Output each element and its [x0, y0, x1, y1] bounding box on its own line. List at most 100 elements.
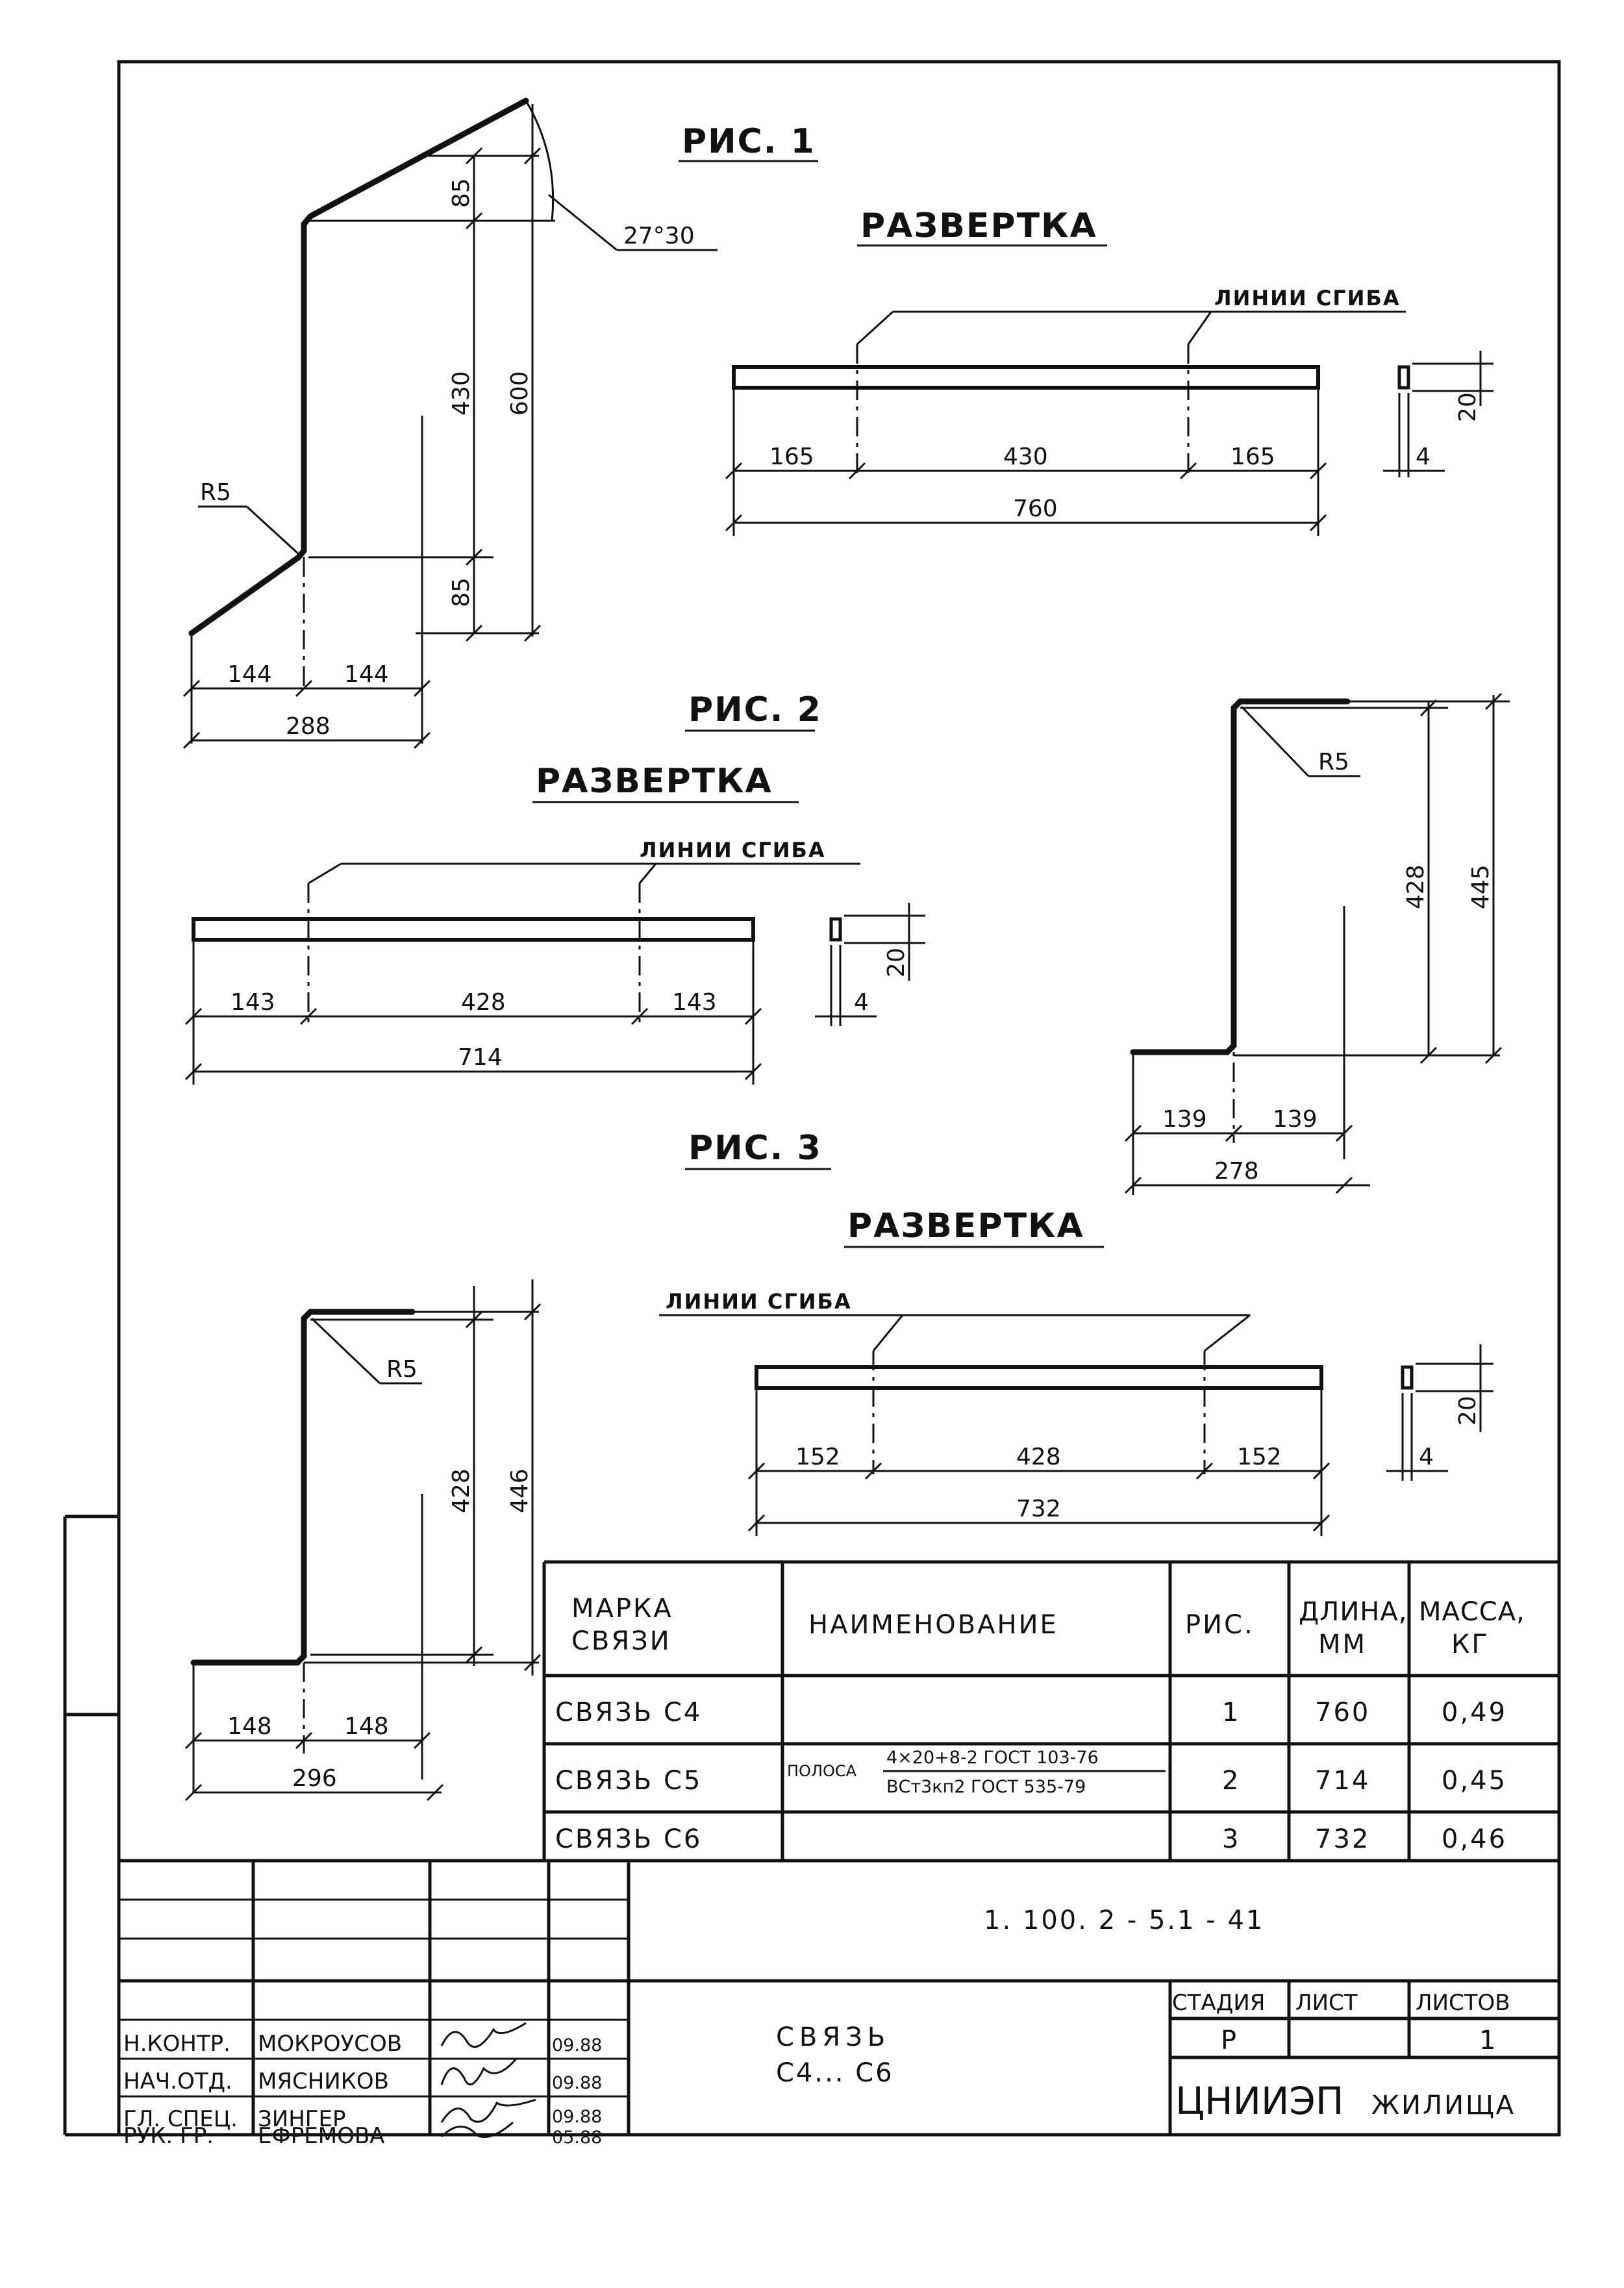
fig2-dim-inner: 428: [1403, 864, 1429, 909]
person1-signature: [440, 2022, 527, 2048]
fig3-dim-width: 296: [292, 1765, 337, 1792]
row3-fig: 3: [1222, 1824, 1240, 1854]
fig2-radius: R5: [1318, 749, 1349, 775]
fig2-bent-bar: [1130, 698, 1351, 1055]
fig1-title: РИС. 1: [682, 122, 816, 161]
material-prefix: ПОЛОСА: [787, 1762, 857, 1780]
person2-signature: [440, 2058, 518, 2086]
fig3-section-t: 4: [1419, 1444, 1434, 1470]
row2-mass: 0,45: [1442, 1766, 1507, 1796]
person2-name: МЯСНИКОВ: [258, 2068, 389, 2094]
fig1-unfold-b: 430: [1003, 444, 1048, 470]
fig3-bent-bar: [190, 1309, 416, 1666]
fig3-unfold-c: 152: [1237, 1444, 1282, 1470]
fig1-dim-top: 85: [448, 178, 475, 208]
person2-role: НАЧ.ОТД.: [123, 2068, 232, 2094]
fig3-section-h: 20: [1455, 1396, 1481, 1426]
fig3-dim-left: 148: [227, 1713, 272, 1740]
row1-fig: 1: [1222, 1698, 1240, 1728]
material-numerator: 4×20+8-2 ГОСТ 103-76: [886, 1748, 1099, 1768]
title-line-2: С4... С6: [776, 2058, 894, 2088]
fig3-unfold-total: 732: [1016, 1496, 1061, 1522]
fig1-unfold-bar: [732, 365, 1320, 390]
fig2-unfold-a: 143: [231, 989, 275, 1016]
fig2-unfold-b: 428: [461, 989, 506, 1016]
header-mass-1: МАССА,: [1419, 1597, 1525, 1627]
sheet-label: ЛИСТ: [1295, 1990, 1358, 2016]
list-item: ГЛ. СПЕЦ. ЗИНГЕР 09.88: [123, 2098, 602, 2132]
fig1-dim-width: 288: [286, 713, 331, 740]
header-mark-2: СВЯЗИ: [571, 1626, 671, 1656]
fig1-unfold-c: 165: [1230, 444, 1275, 470]
person4-signature: [440, 2121, 514, 2138]
row2-fig: 2: [1222, 1766, 1240, 1796]
fig3-bend-label: ЛИНИИ СГИБА: [666, 1289, 852, 1314]
fig1-bent-bar: [188, 97, 529, 636]
person4-role: РУК. ГР.: [123, 2123, 214, 2149]
fig2-title: РИС. 2: [688, 690, 822, 729]
fig1-radius: R5: [200, 479, 231, 506]
header-mark-1: МАРКА: [571, 1594, 673, 1624]
person3-name: ЗИНГЕР: [258, 2106, 346, 2132]
row3-mark: СВЯЗЬ С6: [555, 1824, 702, 1854]
fig3-unfold-bar: [755, 1365, 1323, 1390]
fig1-dim-right: 144: [344, 661, 389, 688]
fig3-unfold-b: 428: [1016, 1444, 1061, 1470]
spec-table: МАРКА СВЯЗИ НАИМЕНОВАНИЕ РИС. ДЛИНА, ММ …: [542, 1560, 1559, 1861]
list-item: Н.КОНТР. МОКРОУСОВ 09.88: [123, 2022, 602, 2057]
fig1-dim-left: 144: [227, 661, 272, 688]
fig3-unfold-title: РАЗВЕРТКА: [847, 1207, 1084, 1246]
fig2-dim-right: 139: [1273, 1106, 1318, 1133]
sheets-label: ЛИСТОВ: [1416, 1990, 1510, 2016]
figure-1: РИС. 1 85 430 85 600 27°3: [182, 97, 1493, 749]
stage-value: Р: [1221, 2026, 1238, 2055]
header-fig: РИС.: [1185, 1610, 1255, 1640]
title-block: 1. 100. 2 - 5.1 - 41 СВЯЗЬ С4... С6 СТАД…: [119, 1859, 1559, 2149]
fig1-section-t: 4: [1416, 444, 1430, 470]
sheets-value: 1: [1479, 2026, 1497, 2055]
fig3-radius: R5: [386, 1356, 418, 1383]
fig1-dim-bottom: 85: [448, 577, 475, 607]
fig3-dim-inner: 428: [448, 1468, 475, 1513]
list-item: РУК. ГР. ЕФРЕМОВА 05.88: [123, 2121, 602, 2149]
header-mass-2: КГ: [1451, 1629, 1490, 1659]
material-denominator: ВСт3кп2 ГОСТ 535-79: [886, 1777, 1086, 1797]
row1-mass: 0,49: [1442, 1698, 1507, 1728]
fig1-bend-label: ЛИНИИ СГИБА: [1214, 286, 1401, 310]
header-length-1: ДЛИНА,: [1299, 1597, 1407, 1627]
fig2-dim-left: 139: [1162, 1106, 1207, 1133]
list-item: НАЧ.ОТД. МЯСНИКОВ 09.88: [123, 2058, 602, 2094]
figure-2: РИС. 2 РАЗВЕРТКА ЛИНИИ СГИБА 143 428 143…: [184, 690, 1510, 1195]
row2-mark: СВЯЗЬ С5: [555, 1766, 702, 1796]
person1-name: МОКРОУСОВ: [258, 2031, 402, 2057]
table-row: СВЯЗЬ С4 1 760 0,49: [555, 1698, 1507, 1728]
fig2-unfold-title: РАЗВЕРТКА: [536, 762, 773, 801]
fig2-dim-width: 278: [1214, 1158, 1259, 1185]
fig1-dim-height: 600: [506, 371, 533, 416]
fig2-bend-label: ЛИНИИ СГИБА: [640, 838, 826, 862]
person3-signature: [440, 2098, 536, 2123]
title-line-1: СВЯЗЬ: [776, 2022, 890, 2052]
stage-label: СТАДИЯ: [1172, 1990, 1265, 2016]
fig3-dim-height: 446: [506, 1468, 533, 1513]
fig2-unfold-total: 714: [458, 1044, 503, 1071]
header-length-2: ММ: [1318, 1629, 1367, 1659]
doc-code: 1. 100. 2 - 5.1 - 41: [984, 1905, 1264, 1935]
row1-length: 760: [1315, 1698, 1370, 1728]
fig3-dim-right: 148: [344, 1713, 389, 1740]
header-name: НАИМЕНОВАНИЕ: [808, 1610, 1058, 1640]
fig2-dim-height: 445: [1468, 864, 1494, 909]
fig2-unfold-bar: [192, 917, 755, 942]
figure-3: РИС. 3 РАЗВЕРТКА 428 446 R5: [184, 1129, 1493, 1802]
row3-mass: 0,46: [1442, 1824, 1507, 1854]
row1-mark: СВЯЗЬ С4: [555, 1698, 702, 1728]
fig1-dim-middle: 430: [448, 371, 475, 416]
person4-date: 05.88: [552, 2128, 602, 2148]
person4-name: ЕФРЕМОВА: [258, 2123, 384, 2149]
person1-role: Н.КОНТР.: [123, 2031, 231, 2057]
drawing-frame: [117, 60, 1561, 2137]
organization-name-2: ЖИЛИЩА: [1371, 2091, 1516, 2120]
person1-date: 09.88: [552, 2035, 602, 2055]
fig3-title: РИС. 3: [688, 1129, 822, 1168]
